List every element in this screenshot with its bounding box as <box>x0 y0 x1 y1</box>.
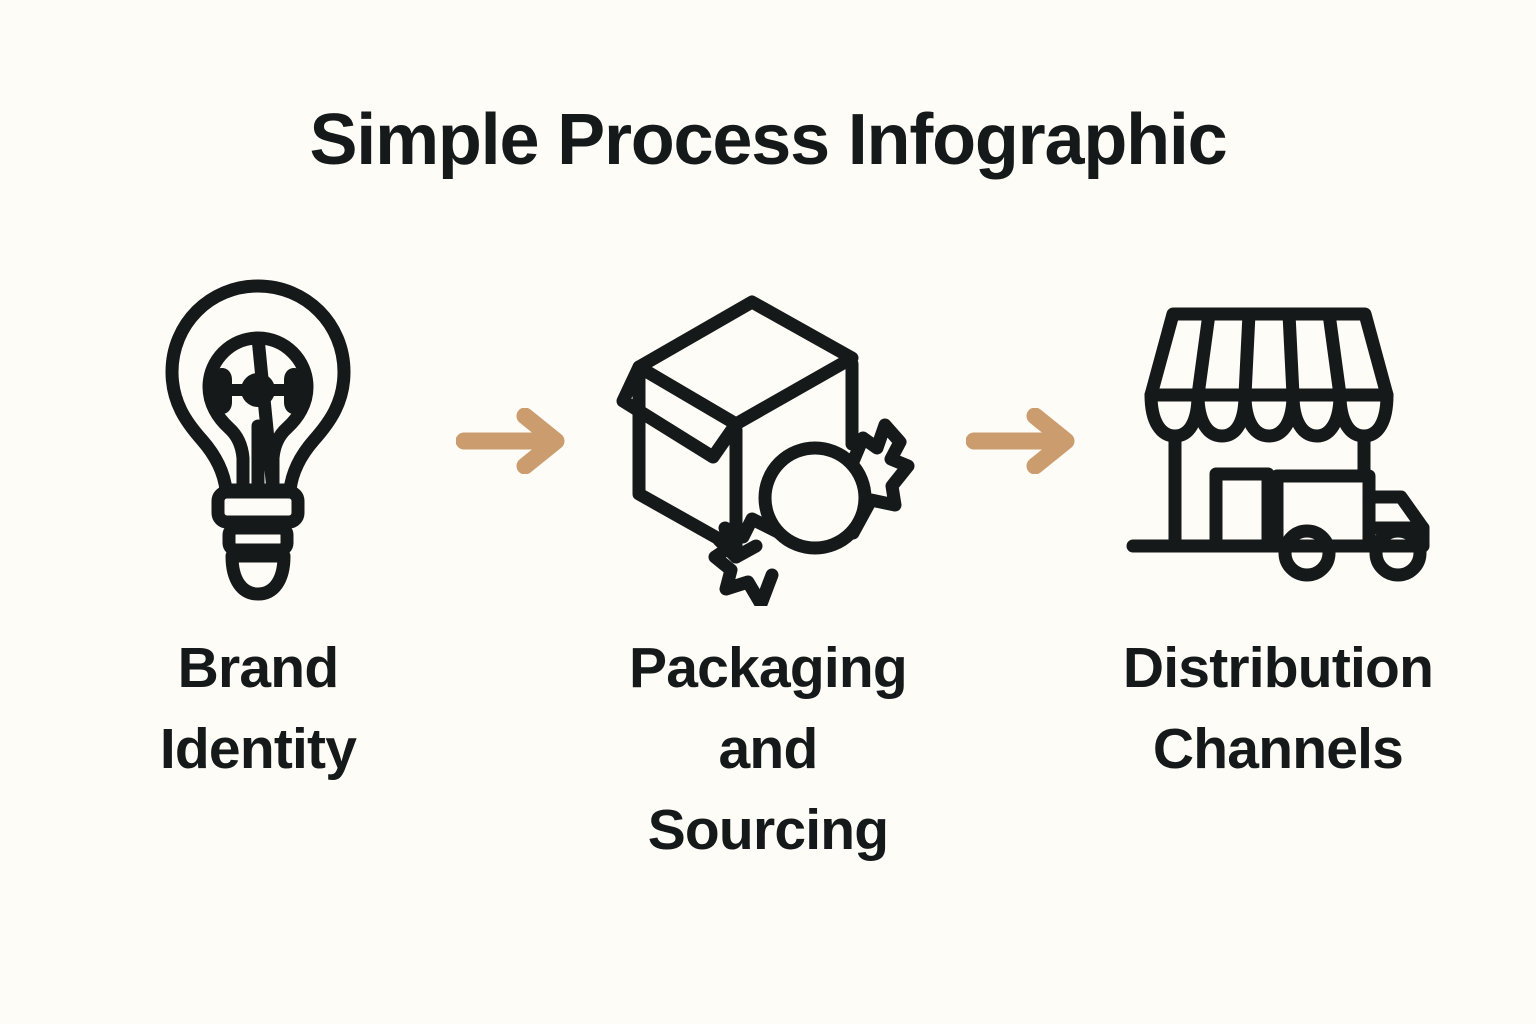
open-box-with-candy-icon <box>616 295 915 606</box>
step-label-packaging-and-sourcing: Packaging and Sourcing <box>629 636 908 862</box>
open-box-with-candy-icon-container <box>609 276 927 606</box>
box-left-wall <box>632 366 742 555</box>
truck-wheel-front <box>1369 524 1427 582</box>
awning-divider-1 <box>1191 307 1216 402</box>
box-flap <box>616 360 743 464</box>
box-top-face <box>632 295 859 431</box>
lightbulb-icon <box>165 279 351 601</box>
store-door <box>1209 467 1275 553</box>
storefront-icon-container <box>1113 276 1443 606</box>
awning-divider-4 <box>1322 307 1347 402</box>
process-step-brand-identity[interactable]: Brand Identity <box>82 276 434 790</box>
step-label-distribution-channels: Distribution Channels <box>1122 636 1434 781</box>
arrow-right-icon <box>456 408 565 474</box>
candy-shape <box>708 418 915 606</box>
filament-shape <box>213 368 303 414</box>
step-label-brand-identity: Brand Identity <box>159 636 357 781</box>
awning-divider-3 <box>1282 307 1300 402</box>
process-steps-row: Brand Identity <box>78 276 1458 862</box>
arrow-right-icon <box>966 408 1075 474</box>
connector-arrow-1 <box>434 276 592 606</box>
page-title: Simple Process Infographic <box>309 100 1227 180</box>
lightbulb-icon-container <box>158 276 358 606</box>
awning-outline <box>1144 307 1394 402</box>
process-step-packaging-and-sourcing[interactable]: Packaging and Sourcing <box>592 276 944 871</box>
connector-arrow-2 <box>944 276 1102 606</box>
process-step-distribution-channels[interactable]: Distribution Channels <box>1102 276 1454 790</box>
delivery-truck-shape <box>1270 469 1430 582</box>
storefront-with-delivery-truck-icon <box>1126 307 1430 582</box>
awning-divider-2 <box>1238 307 1256 402</box>
truck-wheel-rear <box>1278 524 1336 582</box>
